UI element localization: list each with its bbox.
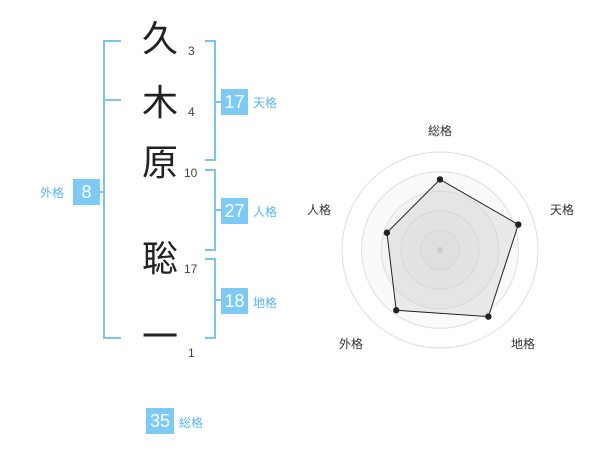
gaikaku-value: 8 xyxy=(73,179,100,205)
soukaku-label: 総格 xyxy=(179,416,204,430)
chikaku-label: 地格 xyxy=(253,296,278,310)
gaikaku-label: 外格 xyxy=(40,186,65,200)
radar-points xyxy=(383,176,522,320)
radar-axis-label-jinkaku: 人格 xyxy=(307,203,332,217)
radar-area xyxy=(386,178,519,318)
stroke-count-2: 4 xyxy=(188,105,195,119)
name-char-2: 木 xyxy=(141,83,178,124)
radar-point xyxy=(485,313,492,320)
soukaku-value: 35 xyxy=(146,408,174,434)
radar-point xyxy=(515,221,522,228)
tenkaku-value: 17 xyxy=(221,89,248,115)
bracket-gaikaku xyxy=(103,40,121,339)
bracket-tenkaku xyxy=(205,40,216,161)
name-char-1: 久 xyxy=(141,19,178,60)
radar-axis-label-soukaku: 総格 xyxy=(428,124,453,138)
chikaku-value: 18 xyxy=(221,288,248,314)
tenkaku-label: 天格 xyxy=(253,96,278,110)
name-char-5: 一 xyxy=(141,317,178,358)
jinkaku-value: 27 xyxy=(221,198,248,224)
stroke-count-4: 17 xyxy=(184,262,198,276)
stroke-count-1: 3 xyxy=(188,44,195,58)
stroke-count-3: 10 xyxy=(184,166,198,180)
name-char-4: 聡 xyxy=(141,239,178,280)
name-char-3: 原 xyxy=(141,143,178,184)
radar-point xyxy=(383,229,391,236)
radar-axis-label-chikaku: 地格 xyxy=(511,337,536,351)
bracket-chikaku xyxy=(205,258,216,339)
radar-point xyxy=(393,307,400,314)
radar-point xyxy=(436,176,444,183)
jinkaku-label: 人格 xyxy=(253,205,278,219)
radar-axis-label-tenkaku: 天格 xyxy=(550,203,575,217)
radar-center xyxy=(437,247,443,253)
radar-grid xyxy=(341,151,539,349)
radar-axis-label-gaikaku: 外格 xyxy=(339,337,364,351)
stroke-count-5: 1 xyxy=(188,346,195,360)
